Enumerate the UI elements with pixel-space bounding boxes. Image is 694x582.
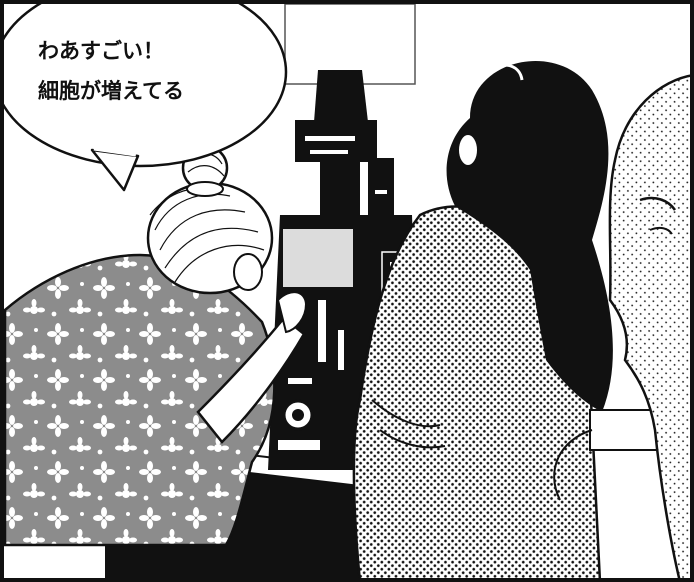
arm xyxy=(196,316,306,444)
ear xyxy=(457,133,479,167)
microscope-display-panel xyxy=(281,227,355,289)
long-black-hair xyxy=(446,60,613,412)
dark-haired-woman xyxy=(352,60,613,582)
hair-tie xyxy=(186,181,224,197)
speech-line-2: 細胞が増えてる xyxy=(38,79,184,103)
speech-bubble: わあすごい！ 細胞が増えてる xyxy=(0,0,288,192)
right-person-profile xyxy=(608,73,694,582)
ear xyxy=(233,253,263,291)
cable xyxy=(553,429,593,501)
blonde-woman xyxy=(3,144,308,547)
floral-shirt xyxy=(3,253,276,547)
speech-line-1: わあすごい！ xyxy=(38,39,164,63)
